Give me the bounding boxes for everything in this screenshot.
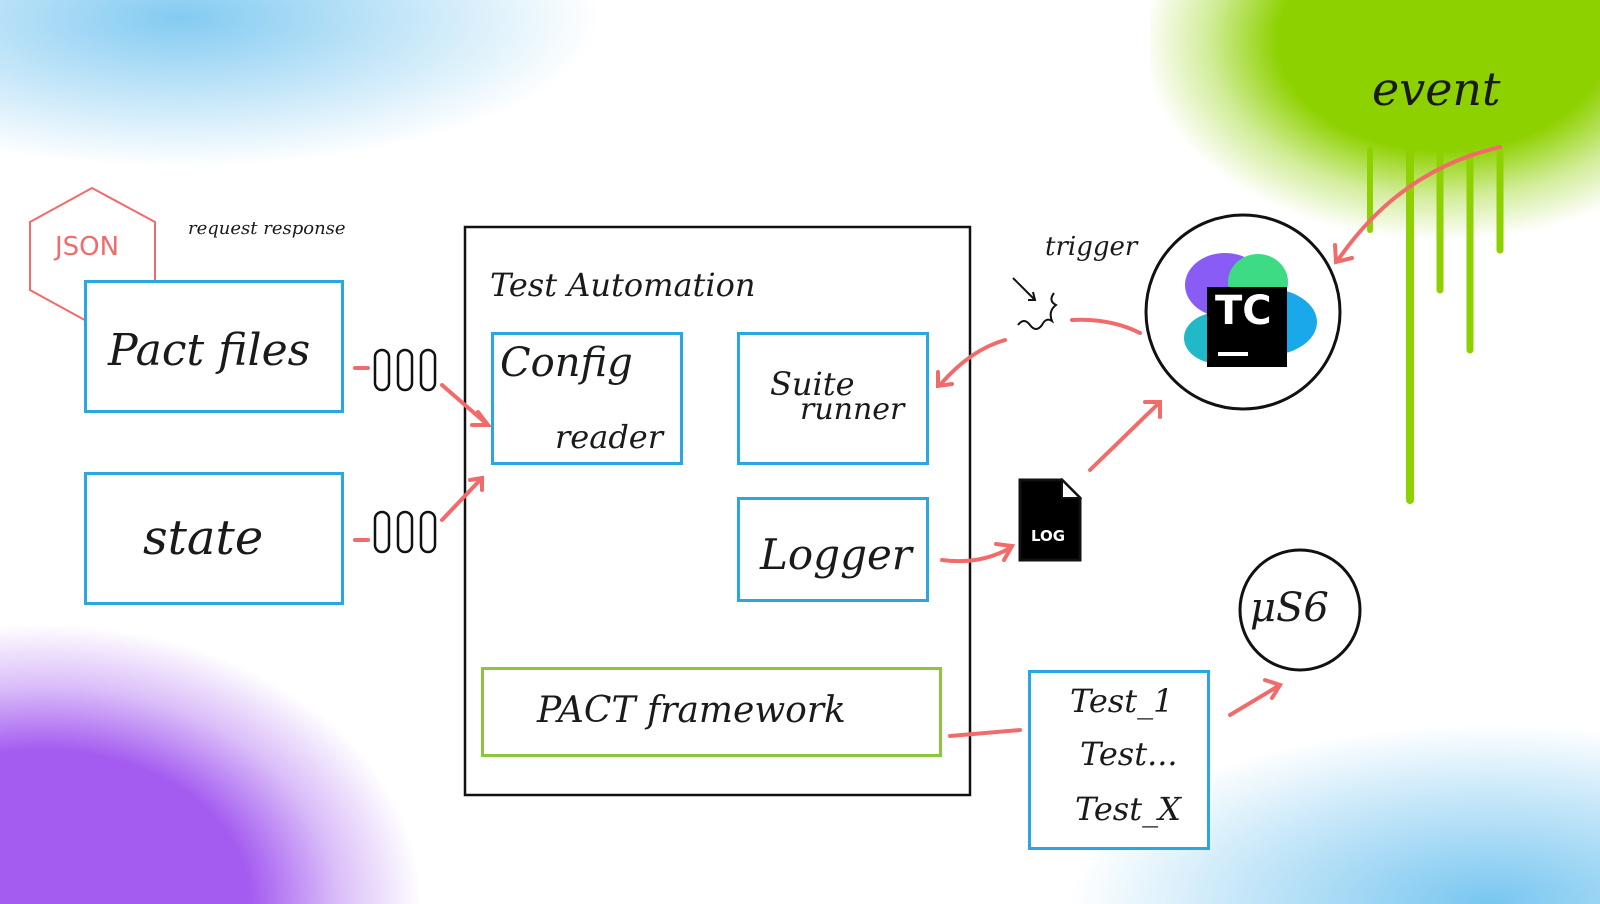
suite-runner-box [737,332,929,465]
teamcity-logo [1184,253,1317,367]
test-list-item: Test_1 [1070,682,1174,720]
event-label: event [1372,62,1501,116]
pact-framework-label: PACT framework [537,690,846,731]
trigger-burst-icon [1012,277,1058,330]
trigger-label: trigger [1045,232,1138,262]
config-reader-label-2: reader [555,418,664,456]
test-list-box [1028,670,1210,850]
teamcity-logo-text: TC [1215,288,1272,334]
logger-label: Logger [760,530,912,579]
suite-runner-label-2: runner [800,392,905,427]
microservice-circle [1238,548,1362,672]
request-response-label: request response [188,218,346,239]
json-label: JSON [55,232,120,262]
green-drips [1367,146,1504,504]
pact-files-box [84,280,344,413]
microservice-label: μS6 [1250,585,1329,631]
test-automation-title: Test Automation [490,266,756,304]
suite-runner-label-1: Suite [770,365,855,403]
test-list-item: Test_X [1075,790,1181,828]
state-label: state [143,510,264,566]
test-tubes-icon [373,348,437,554]
logger-box [737,497,929,602]
log-file-icon [1018,477,1083,562]
log-file-label: LOG [1031,527,1066,545]
test-list-item: Test... [1080,735,1178,773]
config-reader-label-1: Config [500,340,633,386]
pact-files-label: Pact files [108,325,311,376]
state-box [84,472,344,605]
config-reader-box [491,332,683,465]
arrows [353,145,1502,738]
pact-framework-box [481,667,942,757]
test-automation-frame [463,225,972,797]
